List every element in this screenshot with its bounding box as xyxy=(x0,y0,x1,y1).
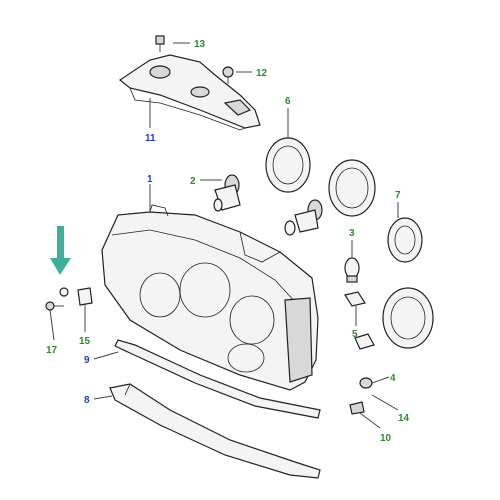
callout-7: 7 xyxy=(395,190,401,201)
bulb-socket-part-5 xyxy=(344,291,375,350)
direction-arrow-icon xyxy=(50,226,71,275)
bulb-part-3 xyxy=(344,257,360,283)
bulb-holder-part-4 xyxy=(359,377,373,389)
bulb-holder-part-7 xyxy=(387,217,423,263)
callout-5: 5 xyxy=(352,329,358,340)
finisher-part-8 xyxy=(109,383,321,479)
clip-part-15 xyxy=(77,287,93,306)
bulb-cover-part-6 xyxy=(265,137,311,193)
callout-6: 6 xyxy=(285,96,291,107)
callout-3: 3 xyxy=(349,228,355,239)
callout-17: 17 xyxy=(46,345,58,356)
screw-part-13 xyxy=(155,35,165,52)
trim-strip-part-9 xyxy=(114,339,321,419)
callout-12: 12 xyxy=(256,68,268,79)
callout-8: 8 xyxy=(84,395,90,406)
callout-9: 9 xyxy=(84,355,90,366)
headlamp-bulb-secondary xyxy=(284,199,323,236)
callout-11: 11 xyxy=(145,133,156,144)
clip-part-12 xyxy=(222,66,234,84)
leader-lines xyxy=(49,42,399,429)
callout-2: 2 xyxy=(190,176,196,187)
connector-part-10 xyxy=(349,401,365,415)
callout-4: 4 xyxy=(390,373,396,384)
mounting-bracket-part-11 xyxy=(118,54,261,131)
callout-10: 10 xyxy=(380,433,392,444)
screw-part-17 xyxy=(45,301,64,311)
callout-13: 13 xyxy=(194,39,206,50)
callout-15: 15 xyxy=(79,336,91,347)
bulb-cover-main xyxy=(328,159,376,217)
headlamp-assembly-part-1 xyxy=(101,204,319,391)
grommet-part-16 xyxy=(59,287,69,297)
headlamp-bulb-part-2 xyxy=(213,174,241,212)
callout-14: 14 xyxy=(398,413,410,424)
bulb-cover-lower xyxy=(382,287,434,349)
callout-1: 1 xyxy=(147,174,153,185)
